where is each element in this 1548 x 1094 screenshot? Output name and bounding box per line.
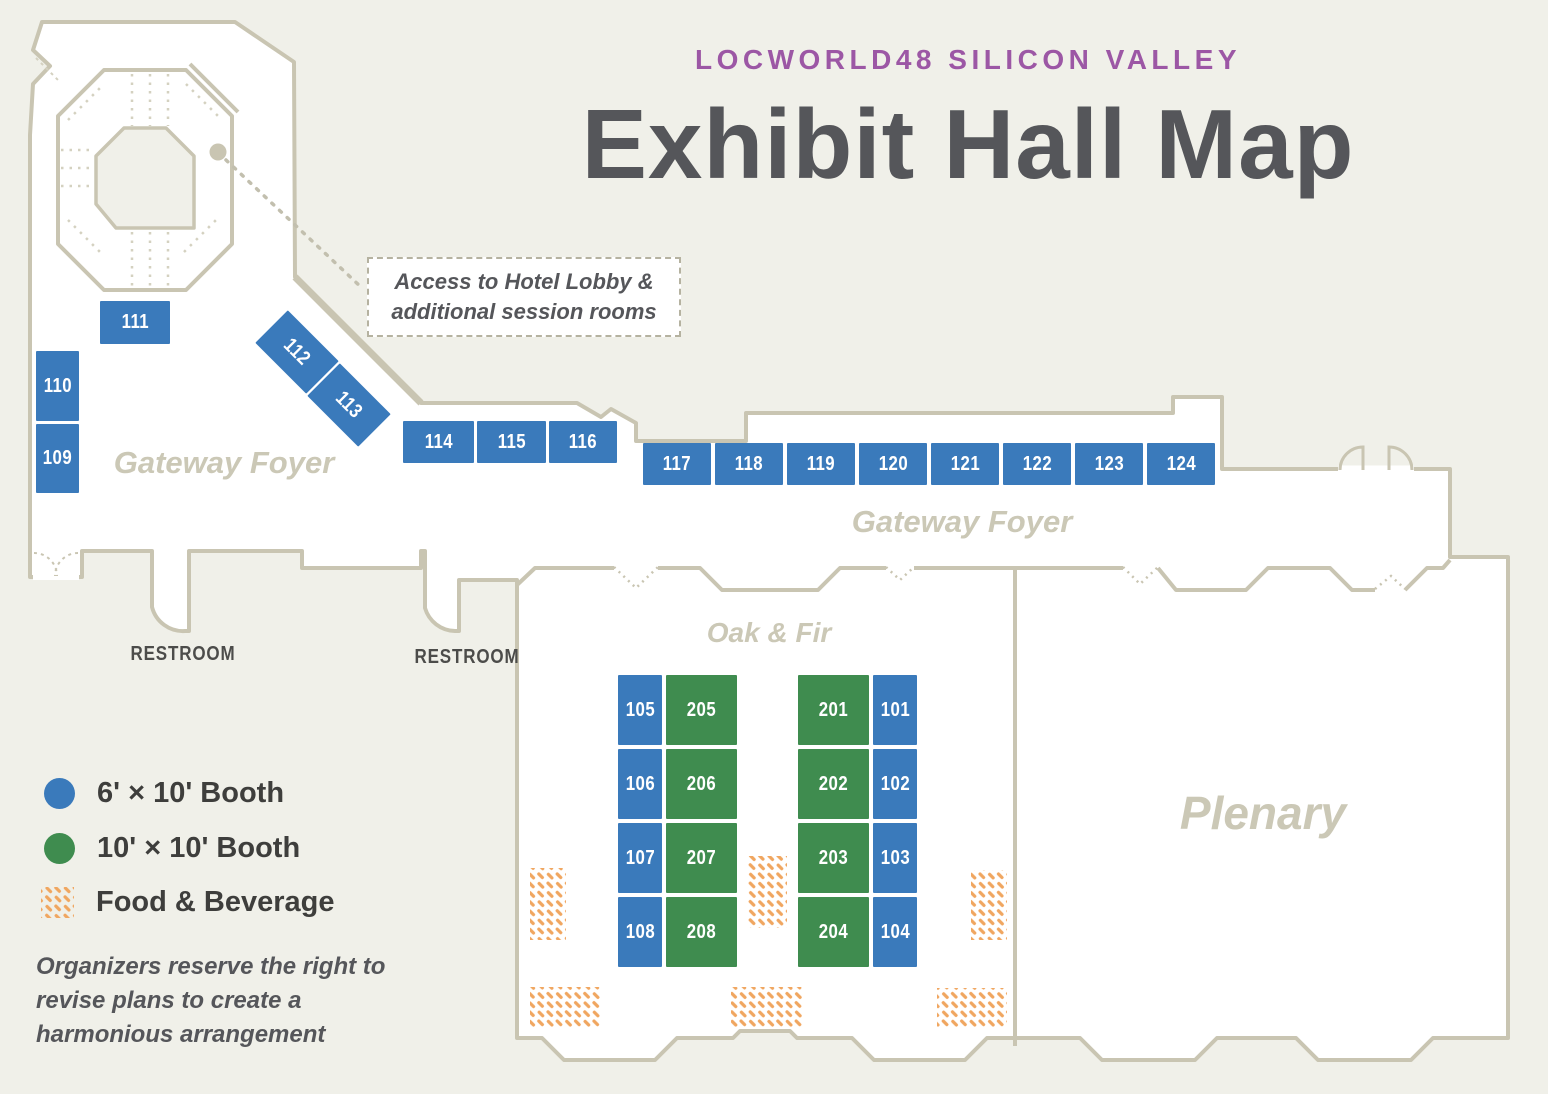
booth-101: 101 xyxy=(873,675,917,745)
booth-number: 111 xyxy=(121,311,149,333)
blue-dot-swatch xyxy=(44,777,75,809)
booth-207: 207 xyxy=(666,823,737,893)
restroom-label-right: RESTROOM xyxy=(414,646,520,668)
booth-number: 124 xyxy=(1166,452,1196,475)
food-beverage-areas xyxy=(530,856,1007,1028)
booth-number: 205 xyxy=(686,698,717,721)
hatch-swatch xyxy=(41,886,74,918)
booth-number: 102 xyxy=(880,772,910,795)
airwall-door-marks xyxy=(613,566,1406,590)
booth-number: 123 xyxy=(1094,452,1124,475)
booth-103: 103 xyxy=(873,823,917,893)
legend-item-small-booth: 6' × 10' Booth xyxy=(44,776,284,810)
event-title: LOCWORLD48 SILICON VALLEY xyxy=(695,44,1241,75)
booth-number: 104 xyxy=(880,920,910,943)
booth-number: 201 xyxy=(818,698,849,721)
airwall-north xyxy=(515,558,1452,592)
page-title: Exhibit Hall Map xyxy=(581,89,1355,199)
annotation-line-1: Access to Hotel Lobby & xyxy=(394,269,654,294)
booth-109: 109 xyxy=(36,424,79,493)
legend-label: 10' × 10' Booth xyxy=(97,831,301,864)
booth-number: 207 xyxy=(686,846,717,869)
booth-111: 111 xyxy=(100,301,170,344)
booth-number: 105 xyxy=(625,698,655,721)
restroom-label-left: RESTROOM xyxy=(130,643,236,665)
booth-number: 118 xyxy=(734,452,764,475)
booth-119: 119 xyxy=(787,443,855,485)
annotation-leader xyxy=(209,143,364,290)
booth-115: 115 xyxy=(477,421,546,463)
booth-205: 205 xyxy=(666,675,737,745)
legend-item-food-beverage: Food & Beverage xyxy=(41,885,335,919)
booth-124: 124 xyxy=(1147,443,1215,485)
booth-number: 121 xyxy=(950,452,980,475)
booth-number: 110 xyxy=(43,374,72,397)
booth-number: 109 xyxy=(42,447,73,469)
booth-107: 107 xyxy=(618,823,662,893)
disclaimer-note: Organizers reserve the right to revise p… xyxy=(36,953,386,1048)
booth-number: 206 xyxy=(686,772,717,795)
corridor-wall xyxy=(292,274,424,406)
booth-117: 117 xyxy=(643,443,711,485)
area-label-gateway-foyer-right: Gateway Foyer xyxy=(851,504,1073,539)
booth-122: 122 xyxy=(1003,443,1071,485)
booth-number: 114 xyxy=(424,430,453,453)
booth-number: 113 xyxy=(331,386,368,423)
annotation-line-2: additional session rooms xyxy=(391,299,657,324)
green-dot-swatch xyxy=(44,832,75,864)
legend-label: Food & Beverage xyxy=(96,885,335,918)
booth-number: 122 xyxy=(1022,452,1052,475)
staircase xyxy=(35,57,240,292)
booth-number: 204 xyxy=(818,920,849,943)
booth-204: 204 xyxy=(798,897,869,967)
booth-102: 102 xyxy=(873,749,917,819)
venue-outline xyxy=(28,20,1510,1062)
booth-number: 112 xyxy=(279,333,316,370)
booth-123: 123 xyxy=(1075,443,1143,485)
booth-number: 106 xyxy=(625,772,655,795)
hotel-lobby-annotation: Access to Hotel Lobby & additional sessi… xyxy=(367,257,681,337)
booth-number: 117 xyxy=(662,452,692,475)
legend-item-large-booth: 10' × 10' Booth xyxy=(44,831,300,865)
booth-202: 202 xyxy=(798,749,869,819)
booth-number: 119 xyxy=(806,452,836,475)
booth-number: 108 xyxy=(625,920,655,943)
booth-108: 108 xyxy=(618,897,662,967)
booth-201: 201 xyxy=(798,675,869,745)
booth-203: 203 xyxy=(798,823,869,893)
booth-118: 118 xyxy=(715,443,783,485)
area-label-plenary: Plenary xyxy=(1179,787,1347,839)
booth-120: 120 xyxy=(859,443,927,485)
booth-number: 203 xyxy=(818,846,849,869)
booth-number: 116 xyxy=(568,430,598,453)
booth-number: 208 xyxy=(686,920,717,943)
booth-number: 115 xyxy=(497,430,526,453)
booth-110: 110 xyxy=(36,351,79,421)
booth-number: 202 xyxy=(818,772,849,795)
foyer-double-door xyxy=(1338,445,1414,473)
booth-number: 120 xyxy=(878,452,908,475)
booth-121: 121 xyxy=(931,443,999,485)
booth-number: 103 xyxy=(880,846,910,869)
left-double-door xyxy=(33,552,79,580)
area-label-gateway-foyer-left: Gateway Foyer xyxy=(113,445,335,480)
legend-label: 6' × 10' Booth xyxy=(97,776,285,809)
booth-208: 208 xyxy=(666,897,737,967)
booth-number: 101 xyxy=(880,698,910,721)
booth-106: 106 xyxy=(618,749,662,819)
booth-206: 206 xyxy=(666,749,737,819)
booth-number: 107 xyxy=(625,846,655,869)
booth-104: 104 xyxy=(873,897,917,967)
booth-105: 105 xyxy=(618,675,662,745)
booth-116: 116 xyxy=(549,421,617,463)
booth-114: 114 xyxy=(403,421,474,463)
area-label-oak-fir: Oak & Fir xyxy=(706,617,832,648)
